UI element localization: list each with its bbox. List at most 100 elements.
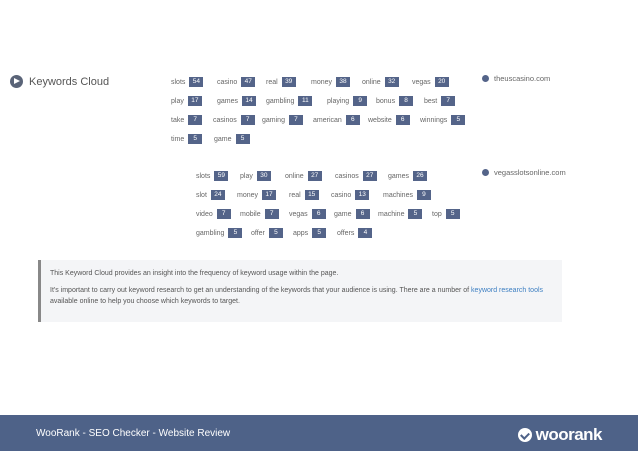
keyword-count-badge: 7 [264,209,279,219]
keyword-word: offer [251,229,265,237]
section-header: Keywords Cloud [10,75,109,88]
keyword-word: machine [378,210,405,218]
keyword-word: vegas [289,210,308,218]
keyword-word: play [171,97,184,105]
keyword-word: casino [331,191,352,199]
keyword-count-badge: 5 [451,115,466,125]
domain-name: theuscasino.com [494,74,551,83]
keyword-count-badge: 9 [416,190,431,200]
keyword-count-badge: 17 [262,190,277,200]
info-text-2: It's important to carry out keyword rese… [50,287,544,305]
keyword-word: game [334,210,352,218]
keyword-count-badge: 7 [216,209,231,219]
keyword-count-badge: 27 [307,171,322,181]
keyword-word: money [311,78,333,86]
keyword-count-badge: 24 [210,190,225,200]
keyword-count-badge: 7 [288,115,303,125]
keyword-research-tools-link[interactable]: keyword research tools [471,287,544,294]
keyword-count-badge: 32 [384,77,399,87]
keyword-count-badge: 9 [353,96,368,106]
keyword-count-badge: 6 [355,209,370,219]
keyword-count-badge: 5 [235,134,250,144]
keyword-word: winnings [420,116,448,124]
keyword-word: vegas [412,78,431,86]
keyword-word: games [217,97,239,105]
keyword-count-badge: 59 [214,171,229,181]
keyword-word: real [266,78,278,86]
legend-dot-icon [482,169,489,176]
keyword-word: online [362,78,381,86]
keyword-word: casinos [213,116,237,124]
keyword-count-badge: 5 [408,209,423,219]
woorank-logo: woorank [517,425,603,445]
keyword-count-badge: 4 [358,228,373,238]
keyword-count-badge: 27 [362,171,377,181]
keyword-word: website [368,116,392,124]
keyword-count-badge: 47 [241,77,256,87]
domain-label: theuscasino.com [482,74,550,83]
keyword-count-badge: 11 [298,96,313,106]
domain-label: vegasslotsonline.com [482,168,566,177]
check-icon [517,428,532,442]
keyword-count-badge: 6 [345,115,360,125]
keyword-word: machines [383,191,413,199]
keyword-count-badge: 17 [187,96,202,106]
keyword-word: top [432,210,442,218]
keyword-word: video [196,210,213,218]
keyword-word: slots [196,172,211,180]
keyword-count-badge: 8 [399,96,414,106]
keyword-word: apps [293,229,309,237]
keyword-word: gaming [262,116,285,124]
footer-title: WooRank - SEO Checker - Website Review [36,427,231,439]
keyword-count-badge: 20 [434,77,449,87]
keyword-count-badge: 30 [256,171,271,181]
keyword-word: online [285,172,304,180]
play-icon [10,75,23,88]
keyword-word: playing [327,97,350,105]
keyword-count-badge: 5 [228,228,243,238]
keyword-count-badge: 15 [304,190,319,200]
keyword-count-badge: 26 [413,171,428,181]
keyword-word: play [240,172,253,180]
keyword-count-badge: 7 [240,115,255,125]
keyword-word: time [171,135,185,143]
keyword-word: money [237,191,259,199]
footer-bar: WooRank - SEO Checker - Website Review w… [0,415,638,451]
legend-dot-icon [482,75,489,82]
keyword-word: best [424,97,438,105]
keyword-count-badge: 7 [188,115,203,125]
